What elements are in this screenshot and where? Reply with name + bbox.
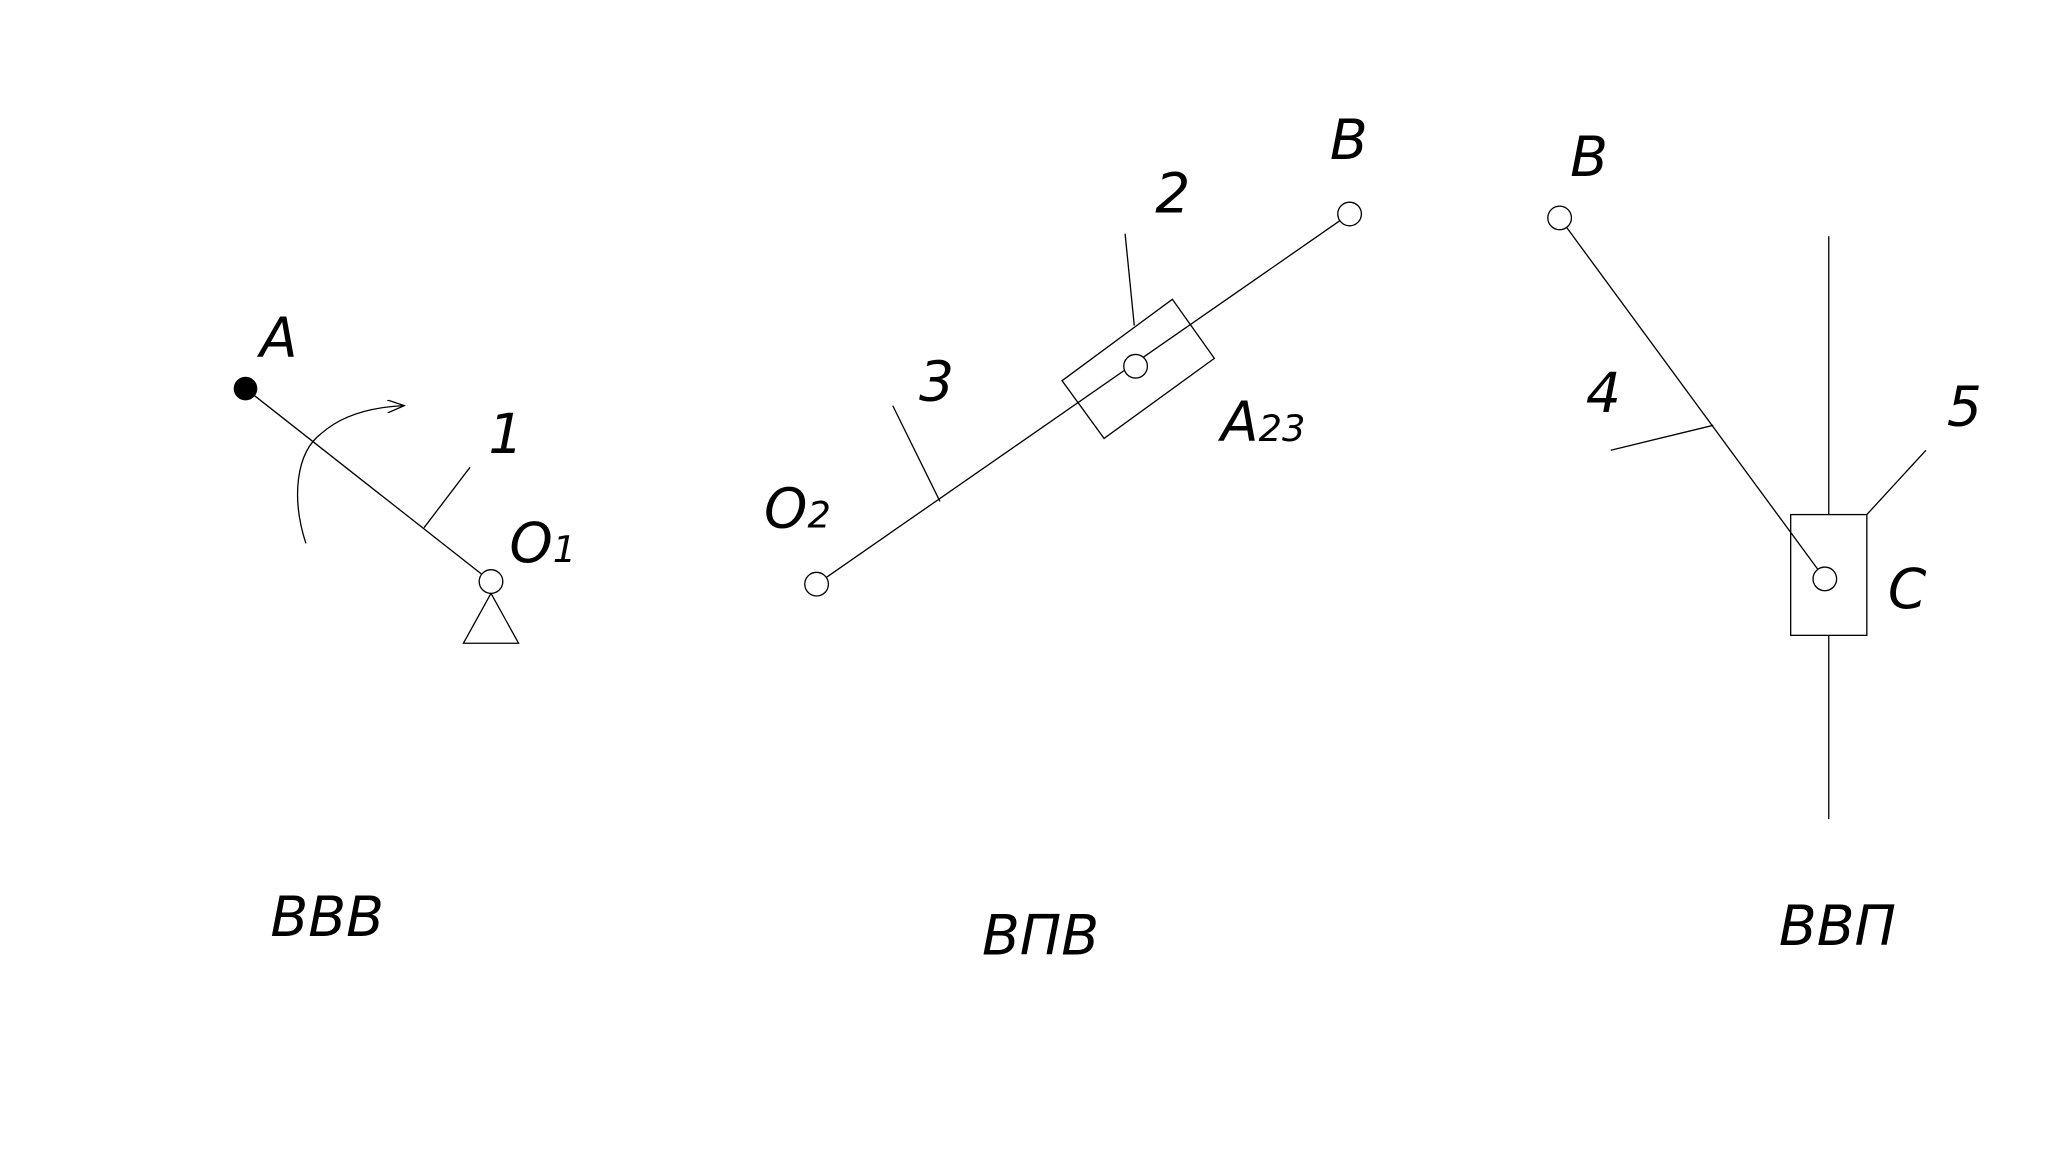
label-a23: A23 — [1218, 391, 1305, 455]
joint-b — [1547, 205, 1573, 231]
pivot-o1-joint — [478, 569, 504, 595]
fixed-support-icon — [462, 591, 520, 644]
group-vpv: O2 3 2 B A23 ВПВ — [764, 109, 1368, 969]
joint-c — [1812, 566, 1838, 592]
label-c: C — [1888, 558, 1927, 622]
label-a: A — [257, 307, 298, 371]
label-o2: O2 — [764, 478, 831, 542]
point-a-joint — [233, 376, 258, 401]
label-link-5: 5 — [1947, 375, 1982, 439]
caption-vvp: ВВП — [1779, 895, 1896, 959]
link-1 — [245, 388, 492, 583]
label-link-3: 3 — [919, 350, 954, 414]
link-3-leader — [892, 405, 941, 502]
link-3 — [816, 213, 1350, 585]
label-link-2: 2 — [1155, 163, 1190, 227]
label-b: B — [1330, 109, 1368, 173]
label-link-4: 4 — [1586, 362, 1621, 426]
caption-vvv: ВВВ — [270, 886, 383, 950]
joint-o2 — [804, 571, 830, 597]
slider-block-2 — [1061, 298, 1216, 440]
link-5-leader — [1866, 449, 1927, 516]
label-b: B — [1570, 126, 1608, 190]
link-1-leader — [423, 466, 471, 529]
joint-a23 — [1123, 353, 1149, 379]
label-link-1: 1 — [488, 403, 523, 467]
link-4 — [1559, 217, 1826, 580]
link-2-leader — [1124, 233, 1135, 326]
rotation-arrow-icon — [297, 406, 405, 544]
group-vvp: B 4 5 C ВВП — [1547, 126, 1982, 959]
group-vvv: A 1 O1 ВВВ — [233, 307, 576, 950]
caption-vpv: ВПВ — [982, 904, 1099, 968]
label-o1: O1 — [509, 512, 576, 576]
link-4-leader — [1610, 424, 1714, 451]
joint-b — [1337, 201, 1363, 227]
